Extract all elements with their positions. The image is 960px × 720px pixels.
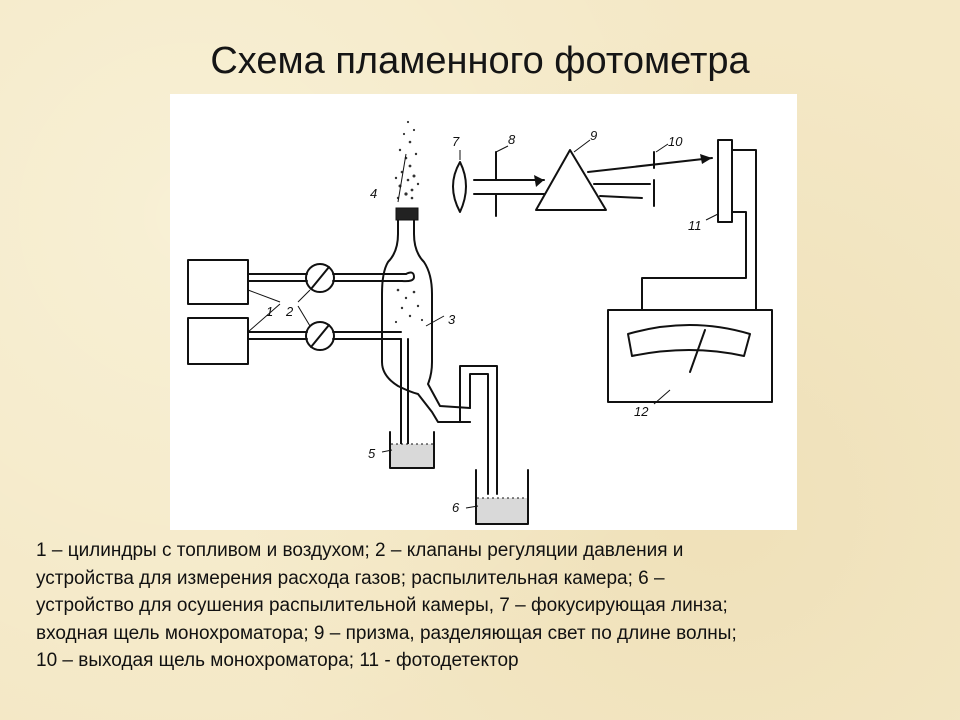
drain-liquid (477, 498, 527, 523)
upper-valve-gauge (305, 263, 335, 293)
leader-6 (465, 505, 479, 509)
fuel-inlet-hook (401, 271, 415, 283)
leader-1b (247, 303, 281, 333)
air-cylinder (187, 317, 249, 365)
focusing-lens (452, 161, 467, 213)
aerosol-mist (394, 288, 424, 324)
leader-5 (381, 449, 393, 453)
label-12: 12 (634, 404, 649, 419)
arrow-into-prism (534, 175, 544, 187)
leader-12 (653, 389, 671, 405)
leader-9 (573, 139, 591, 153)
figure-legend: 1 – цилиндры с топливом и воздухом; 2 – … (36, 537, 936, 675)
leader-8 (495, 145, 509, 153)
photodetector (717, 139, 733, 223)
detector-lead-2 (641, 211, 747, 311)
burner-head (395, 207, 419, 221)
meter-needle (689, 329, 706, 373)
arrow-to-detector (700, 154, 712, 164)
label-7: 7 (452, 134, 460, 149)
legend-line-5: 10 – выходая щель монохроматора; 11 - фо… (36, 650, 519, 671)
label-3: 3 (448, 312, 456, 327)
label-11: 11 (688, 218, 702, 233)
upper-gauge-needle (310, 266, 330, 290)
label-9: 9 (590, 128, 597, 143)
leader-3 (425, 315, 445, 327)
ray-dispersed-3 (599, 195, 643, 199)
flame (394, 120, 420, 200)
flame-photometer-diagram: 4 1 2 3 5 6 7 8 9 10 11 12 (170, 94, 797, 530)
lower-gauge-needle (310, 324, 330, 348)
leader-10 (655, 143, 669, 153)
fuel-cylinder (187, 259, 249, 305)
slide-title: Схема пламенного фотометра (210, 40, 750, 82)
diagram-svg: 4 1 2 3 5 6 7 8 9 10 11 12 (187, 120, 773, 525)
legend-line-2: устройства для измерения расхода газов; … (36, 567, 665, 589)
legend-line-1: 1 – цилиндры с топливом и воздухом; 2 – … (36, 540, 684, 561)
chamber-left-wall (381, 219, 471, 423)
label-4: 4 (370, 186, 377, 201)
label-2: 2 (285, 304, 294, 319)
legend-line-3: устройство для осушения распылительной к… (36, 595, 728, 616)
label-6: 6 (452, 500, 460, 515)
detector-lead-1 (731, 149, 757, 311)
lower-valve-gauge (305, 321, 335, 351)
prism (535, 149, 607, 211)
label-1: 1 (266, 304, 273, 319)
legend-line-4: входная щель монохроматора; 9 – призма, … (36, 622, 737, 644)
drain-tube-outer (459, 365, 498, 495)
ray-dispersed-1 (587, 157, 713, 173)
label-10: 10 (668, 134, 683, 149)
meter-scale (627, 324, 751, 357)
label-5: 5 (368, 446, 376, 461)
sample-liquid (391, 444, 433, 467)
leader-2b (297, 305, 311, 327)
drain-beaker (475, 469, 529, 525)
chamber-right-wall (413, 219, 471, 409)
leader-11 (705, 213, 719, 221)
drain-tube-inner (469, 373, 489, 495)
leader-2a (297, 289, 311, 303)
leader-4 (397, 153, 407, 203)
label-8: 8 (508, 132, 516, 147)
meter-housing (607, 309, 773, 403)
leader-1a (247, 289, 281, 303)
